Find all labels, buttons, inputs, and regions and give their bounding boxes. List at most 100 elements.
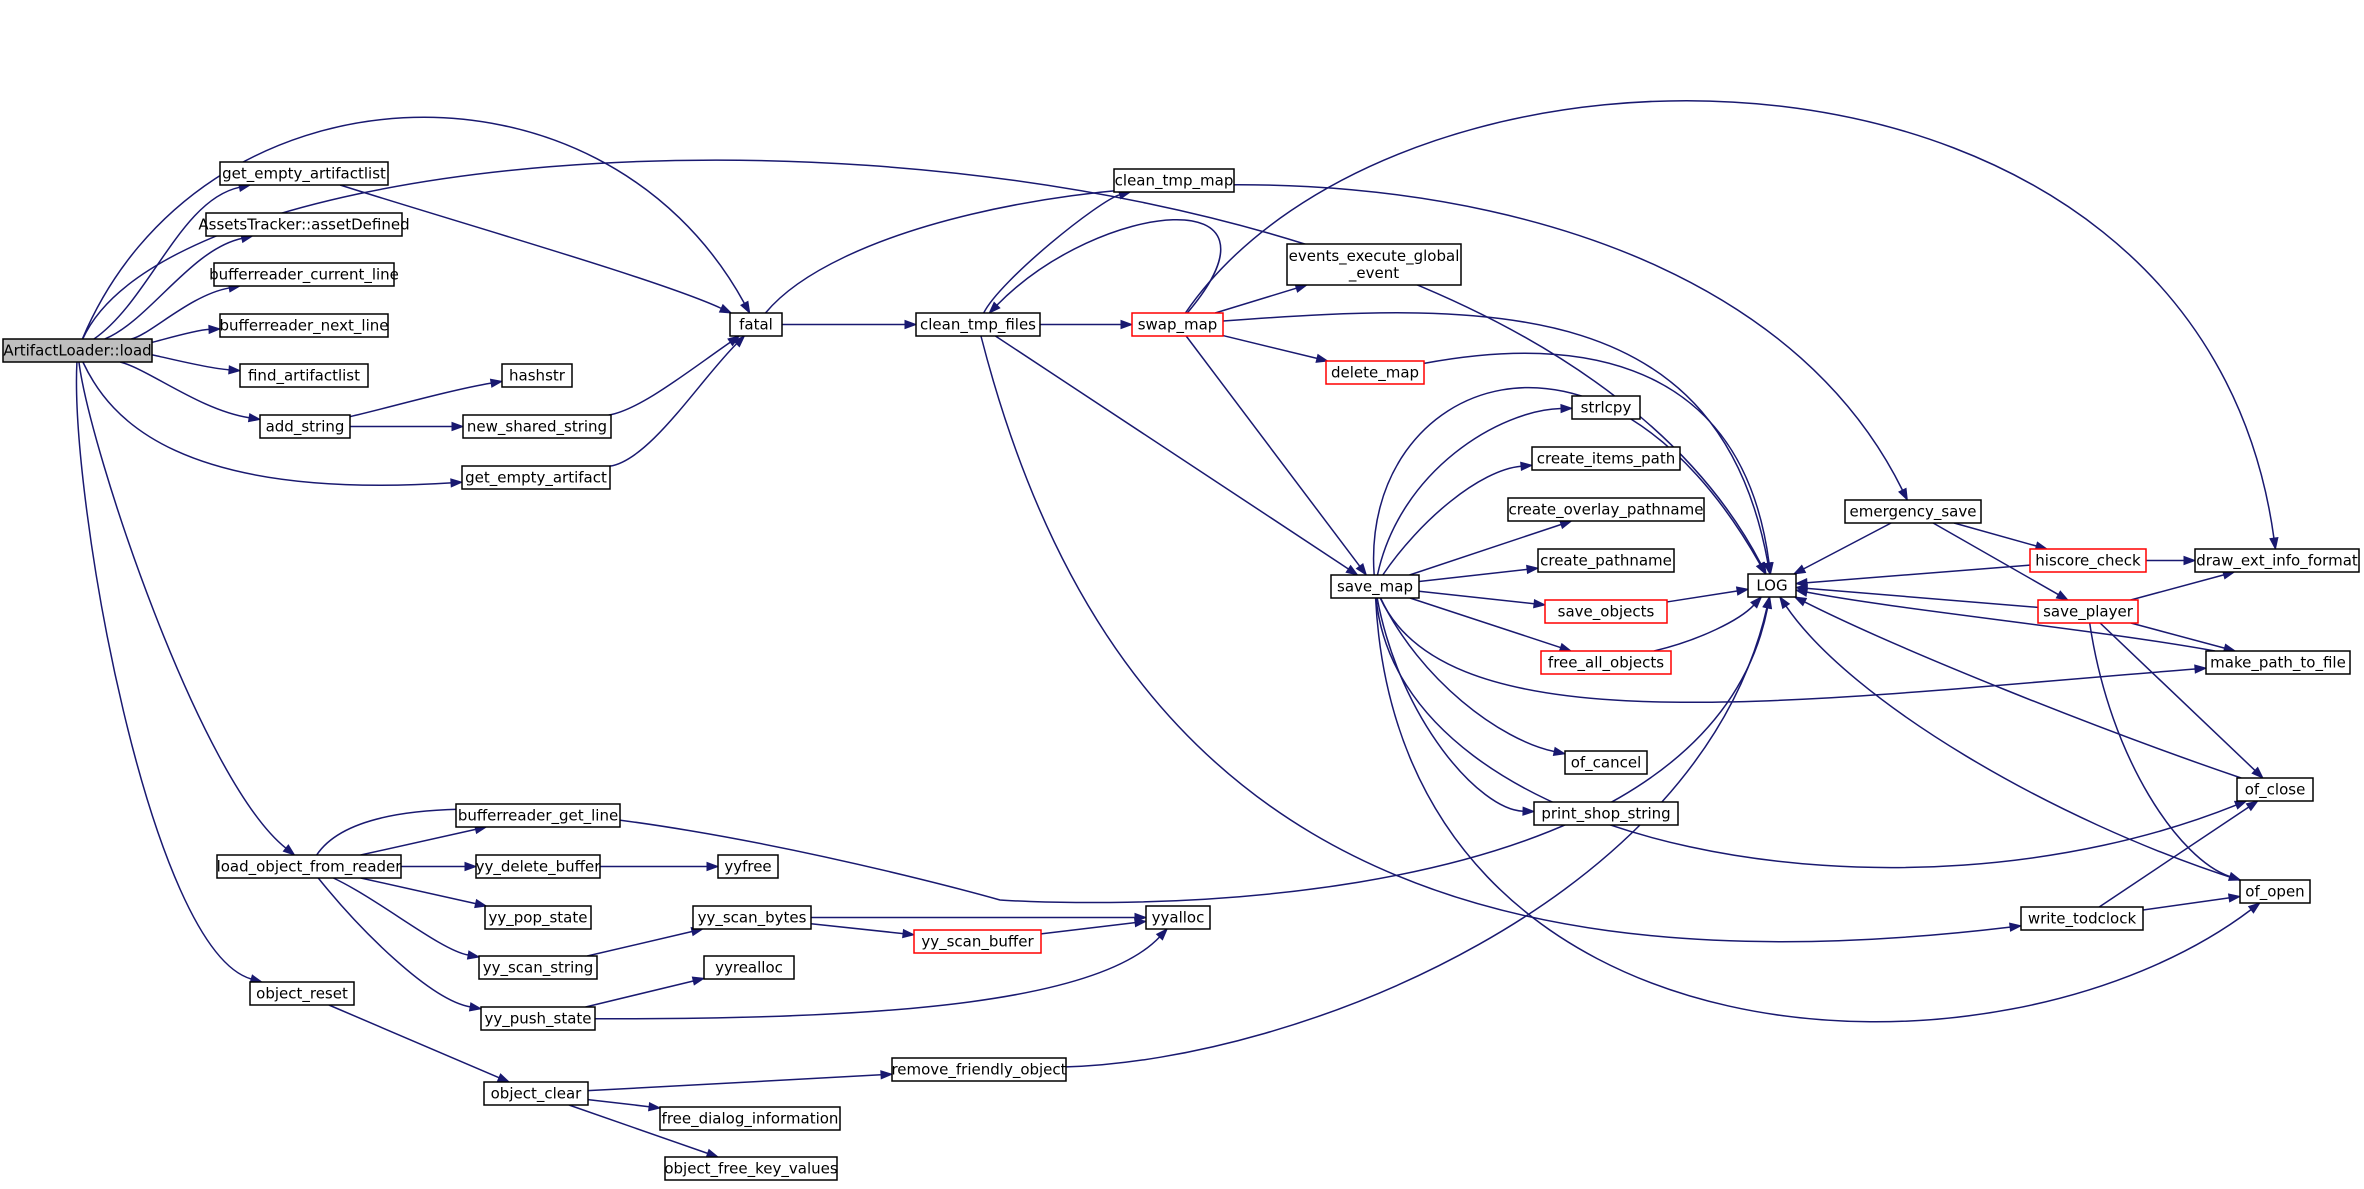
arrowhead bbox=[2055, 590, 2070, 601]
node-bufferreader-current-line[interactable]: bufferreader_current_line bbox=[209, 262, 399, 287]
arrowhead bbox=[2247, 902, 2261, 914]
arrowhead bbox=[904, 319, 918, 330]
node-label: get_empty_artifact bbox=[465, 469, 607, 488]
node-make-path-to-file[interactable]: make_path_to_file bbox=[2205, 650, 2351, 675]
edge-yy_scan_string-to-yy_scan_bytes bbox=[587, 927, 705, 957]
node-hashstr[interactable]: hashstr bbox=[501, 363, 573, 388]
node-create-overlay-pathname[interactable]: create_overlay_pathname bbox=[1507, 497, 1705, 522]
edge-yy_scan_bytes-to-yy_scan_buffer bbox=[810, 923, 916, 939]
edge-fatal-to-emergency_save bbox=[764, 184, 1908, 502]
node-save-map[interactable]: save_map bbox=[1330, 574, 1420, 599]
node-label: yy_scan_bytes bbox=[698, 909, 807, 928]
node-strlcpy[interactable]: strlcpy bbox=[1571, 395, 1641, 420]
node-bufferreader-next-line[interactable]: bufferreader_next_line bbox=[219, 313, 389, 338]
node-yyfree[interactable]: yyfree bbox=[717, 854, 779, 879]
arrowhead bbox=[648, 1101, 662, 1112]
arrowhead bbox=[740, 300, 751, 315]
node-hiscore-check[interactable]: hiscore_check bbox=[2029, 548, 2147, 573]
node-load[interactable]: ArtifactLoader::load bbox=[2, 338, 153, 363]
edge-yy_push_state-to-yyrealloc bbox=[585, 976, 706, 1008]
node-create-pathname[interactable]: create_pathname bbox=[1537, 548, 1675, 573]
node-save-player[interactable]: save_player bbox=[2037, 599, 2139, 624]
arrowhead bbox=[1792, 564, 1807, 575]
edge-get_empty_artifactlist-to-fatal bbox=[339, 184, 733, 314]
arrowhead bbox=[1520, 461, 1534, 471]
node-swap-map[interactable]: swap_map bbox=[1131, 312, 1224, 337]
node-assetDefined[interactable]: AssetsTracker::assetDefined bbox=[198, 212, 410, 237]
edge-get_empty_artifact-to-fatal bbox=[609, 334, 746, 467]
node-get-empty-artifact[interactable]: get_empty_artifact bbox=[461, 465, 611, 490]
node-remove-friendly-object[interactable]: remove_friendly_object bbox=[891, 1057, 1067, 1082]
node-clean-tmp-map[interactable]: clean_tmp_map bbox=[1113, 168, 1235, 193]
node-label: events_execute_global bbox=[1289, 247, 1460, 266]
edge-load-to-add_string bbox=[120, 361, 262, 423]
node-write-todclock[interactable]: write_todclock bbox=[2020, 906, 2144, 931]
node-object-reset[interactable]: object_reset bbox=[249, 981, 355, 1006]
node-label: create_pathname bbox=[1540, 552, 1672, 571]
node-add-string[interactable]: add_string bbox=[259, 414, 351, 439]
node-emergency-save[interactable]: emergency_save bbox=[1844, 499, 1982, 524]
edge-free_all_objects-to-LOG bbox=[1653, 595, 1763, 652]
arrowhead bbox=[1355, 562, 1368, 577]
arrowhead bbox=[732, 334, 746, 348]
arrowhead bbox=[1559, 520, 1573, 530]
node-yy-delete-buffer[interactable]: yy_delete_buffer bbox=[475, 854, 602, 879]
node-label: save_player bbox=[2043, 603, 2134, 622]
node-create-items-path[interactable]: create_items_path bbox=[1531, 446, 1681, 471]
node-of-open[interactable]: of_open bbox=[2239, 879, 2311, 904]
edge-load-to-find_artifactlist bbox=[151, 354, 242, 375]
edge-hiscore_check-to-LOG bbox=[1794, 564, 2031, 588]
node-object-clear[interactable]: object_clear bbox=[483, 1081, 589, 1106]
edge-swap_map-to-clean_tmp_files bbox=[988, 218, 1222, 315]
arrowhead bbox=[1155, 927, 1169, 941]
node-fatal[interactable]: fatal bbox=[729, 312, 783, 337]
node-label: get_empty_artifactlist bbox=[222, 165, 386, 184]
node-yy-scan-buffer[interactable]: yy_scan_buffer bbox=[913, 929, 1042, 954]
node-label: create_items_path bbox=[1537, 450, 1675, 469]
node-events-execute-global-event[interactable]: events_execute_global_event bbox=[1286, 243, 1462, 286]
arrowhead bbox=[2009, 922, 2023, 932]
node-free-all-objects[interactable]: free_all_objects bbox=[1540, 650, 1672, 675]
node-bufferreader-get-line[interactable]: bufferreader_get_line bbox=[455, 803, 621, 828]
node-yy-push-state[interactable]: yy_push_state bbox=[480, 1006, 596, 1031]
node-yy-scan-string[interactable]: yy_scan_string bbox=[478, 955, 598, 980]
edge-yy_delete_buffer-to-yyfree bbox=[600, 861, 720, 872]
node-free-dialog-information[interactable]: free_dialog_information bbox=[659, 1106, 841, 1131]
node-of-close[interactable]: of_close bbox=[2236, 777, 2314, 802]
arrowhead bbox=[468, 1002, 483, 1012]
node-object-free-key-values[interactable]: object_free_key_values bbox=[664, 1156, 838, 1181]
node-label: free_all_objects bbox=[1548, 654, 1664, 673]
node-yyalloc[interactable]: yyalloc bbox=[1145, 905, 1211, 930]
edge-remove_friendly_object-to-LOG bbox=[1065, 595, 1772, 1068]
arrowhead bbox=[1526, 564, 1540, 575]
node-load-object-from-reader[interactable]: load_object_from_reader bbox=[216, 854, 403, 879]
node-new-shared-string[interactable]: new_shared_string bbox=[462, 414, 612, 439]
edge-object_clear-to-remove_friendly_object bbox=[587, 1070, 894, 1092]
edge-new_shared_string-to-fatal bbox=[608, 335, 741, 416]
node-label: AssetsTracker::assetDefined bbox=[198, 216, 409, 234]
arrowhead bbox=[2183, 555, 2197, 566]
node-get-empty-artifactlist[interactable]: get_empty_artifactlist bbox=[219, 161, 389, 186]
node-yyrealloc[interactable]: yyrealloc bbox=[703, 955, 795, 980]
arrowhead bbox=[1793, 596, 1808, 607]
node-LOG[interactable]: LOG bbox=[1747, 573, 1797, 598]
node-label: yy_scan_string bbox=[483, 959, 594, 978]
edge-load-to-load_object_from_reader bbox=[78, 361, 296, 856]
node-label: load_object_from_reader bbox=[217, 858, 403, 877]
node-draw-ext-info-format[interactable]: draw_ext_info_format bbox=[2194, 548, 2360, 573]
node-delete-map[interactable]: delete_map bbox=[1325, 360, 1425, 385]
node-of-cancel[interactable]: of_cancel bbox=[1564, 750, 1648, 775]
arrowhead bbox=[228, 365, 242, 375]
node-clean-tmp-files[interactable]: clean_tmp_files bbox=[915, 312, 1041, 337]
arrowhead bbox=[450, 478, 464, 488]
node-label: make_path_to_file bbox=[2210, 654, 2346, 673]
edge-load_object_from_reader-to-yy_pop_state bbox=[360, 877, 488, 909]
edge-write_todclock-to-of_close bbox=[2098, 800, 2260, 908]
node-yy-pop-state[interactable]: yy_pop_state bbox=[484, 905, 592, 930]
edge-clean_tmp_files-to-save_map bbox=[995, 335, 1359, 576]
node-yy-scan-bytes[interactable]: yy_scan_bytes bbox=[692, 905, 812, 930]
node-print-shop-string[interactable]: print_shop_string bbox=[1533, 801, 1679, 826]
node-find-artifactlist[interactable]: find_artifactlist bbox=[239, 363, 369, 388]
node-save-objects[interactable]: save_objects bbox=[1544, 599, 1668, 624]
